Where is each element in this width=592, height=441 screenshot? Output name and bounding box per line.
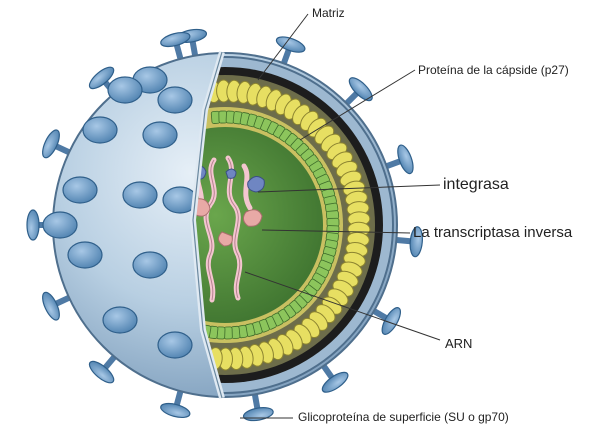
envelope-protein-bump xyxy=(63,177,97,203)
envelope-protein-bump xyxy=(158,87,192,113)
label-integrase: integrasa xyxy=(443,177,509,193)
spike xyxy=(86,354,117,387)
label-capsid-protein: Proteína de la cápside (p27) xyxy=(418,64,569,76)
label-matrix: Matriz xyxy=(312,7,345,19)
envelope-protein-bump xyxy=(43,212,77,238)
spike xyxy=(319,363,350,396)
envelope-protein-bump xyxy=(68,242,102,268)
envelope-protein-bump xyxy=(83,117,117,143)
envelope-protein-bump xyxy=(133,252,167,278)
label-surface-glycoprotein: Glicoproteína de superficie (SU o gp70) xyxy=(298,411,509,423)
spike xyxy=(344,74,376,106)
envelope-protein-bump xyxy=(123,182,157,208)
envelope-protein-bump xyxy=(143,122,177,148)
envelope-protein-bump xyxy=(158,332,192,358)
envelope-protein-bump xyxy=(103,307,137,333)
label-reverse-transcriptase: La transcriptasa inversa xyxy=(413,225,572,240)
label-rna: ARN xyxy=(445,337,472,350)
envelope-protein-bump xyxy=(108,77,142,103)
